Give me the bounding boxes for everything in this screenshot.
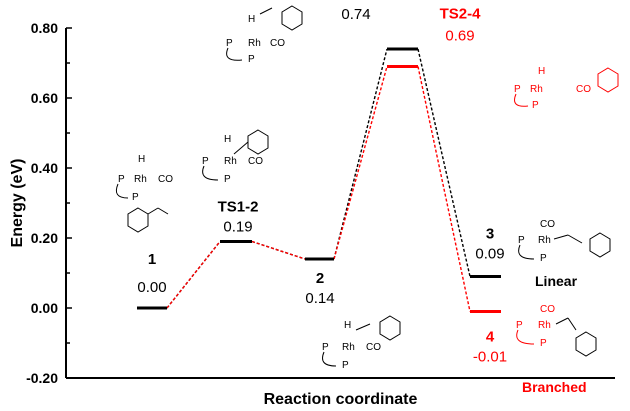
co-group: CO — [270, 38, 285, 49]
p-atom: P — [132, 192, 139, 203]
p-atom: P — [532, 100, 539, 111]
rh-complex-3-structure: CO P Rh P — [518, 219, 611, 264]
y-tick-label: 0.60 — [31, 90, 58, 106]
p-atom: P — [118, 174, 125, 185]
rh-complex-ts12-structure: H P Rh CO P — [202, 129, 269, 185]
h-atom: H — [248, 14, 255, 25]
state-value-s4: -0.01 — [473, 349, 507, 366]
state-name-ts24: TS2-4 — [440, 6, 482, 23]
state-name-ts12: TS1-2 — [218, 199, 259, 216]
y-tick-label: 0.00 — [31, 300, 58, 316]
rh-atom: Rh — [224, 156, 237, 167]
rh-complex-1-structure: H P Rh CO P — [115, 154, 173, 203]
state-value-s1: 0.00 — [137, 279, 166, 296]
p-atom: P — [516, 320, 523, 331]
co-group: CO — [248, 156, 263, 167]
p-atom: P — [540, 338, 547, 349]
p-atom: P — [248, 54, 255, 65]
p-atom: P — [540, 253, 547, 264]
state-name-s1: 1 — [148, 251, 156, 268]
rh-atom: Rh — [530, 84, 543, 95]
p-atom: P — [322, 342, 329, 353]
connectors — [166, 48, 471, 312]
rh-atom: Rh — [134, 174, 147, 185]
connector-s2-ts23 — [333, 48, 388, 260]
state-labels: 1 0.00 TS1-2 0.19 2 0.14 TS2-3 0.74 TS2-4 0.69 3 0.… — [137, 0, 507, 366]
h-atom: H — [224, 134, 231, 145]
connector-ts12-s2 — [251, 240, 306, 260]
state-value-s3: 0.09 — [475, 246, 504, 263]
state-name-s4: 4 — [486, 329, 495, 346]
branched-tag: Branched — [522, 379, 587, 395]
energy-levels — [137, 47, 501, 313]
state-value-ts12: 0.19 — [223, 219, 252, 236]
connector-ts24-s4 — [417, 66, 471, 312]
co-group: CO — [540, 304, 555, 315]
linear-tag: Linear — [535, 273, 578, 289]
co-group: CO — [366, 342, 381, 353]
connector-s2-ts24 — [333, 66, 388, 260]
rh-atom: Rh — [538, 235, 551, 246]
connector-ts23-s3 — [417, 48, 471, 277]
p-atom: P — [224, 174, 231, 185]
y-tick-label: -0.20 — [26, 370, 58, 386]
y-tick-label: 0.80 — [31, 20, 58, 36]
x-axis-title: Reaction coordinate — [264, 391, 418, 408]
y-tick-label: 0.20 — [31, 230, 58, 246]
state-name-s2: 2 — [316, 270, 324, 287]
rh-atom: Rh — [248, 38, 261, 49]
rh-complex-4-structure: CO P Rh P — [516, 304, 597, 357]
h-atom: H — [138, 154, 145, 165]
state-name-s3: 3 — [486, 226, 494, 243]
co-group: CO — [158, 174, 173, 185]
y-axis-title: Energy (eV) — [9, 159, 26, 248]
rh-complex-2-structure: H P Rh CO P — [322, 315, 401, 371]
state-name-ts23: TS2-3 — [336, 0, 377, 1]
p-atom: P — [226, 38, 233, 49]
p-atom: P — [518, 235, 525, 246]
h-atom: H — [538, 66, 545, 77]
co-group: CO — [540, 219, 555, 230]
p-atom: P — [342, 360, 349, 371]
rh-complex-ts24-structure: H P Rh CO P — [514, 66, 619, 111]
state-value-ts23: 0.74 — [341, 6, 370, 23]
y-tick-label: 0.40 — [31, 160, 58, 176]
h-atom: H — [344, 320, 351, 331]
rh-atom: Rh — [538, 320, 551, 331]
p-atom: P — [202, 156, 209, 167]
co-group: CO — [576, 84, 591, 95]
rh-complex-ts23-structure: H P Rh CO P — [226, 5, 303, 65]
state-value-ts24: 0.69 — [445, 28, 474, 45]
connector-s1-ts12 — [166, 241, 221, 309]
styrene-structure — [127, 207, 169, 233]
rh-atom: Rh — [342, 342, 355, 353]
state-value-s2: 0.14 — [305, 290, 334, 307]
p-atom: P — [514, 84, 521, 95]
